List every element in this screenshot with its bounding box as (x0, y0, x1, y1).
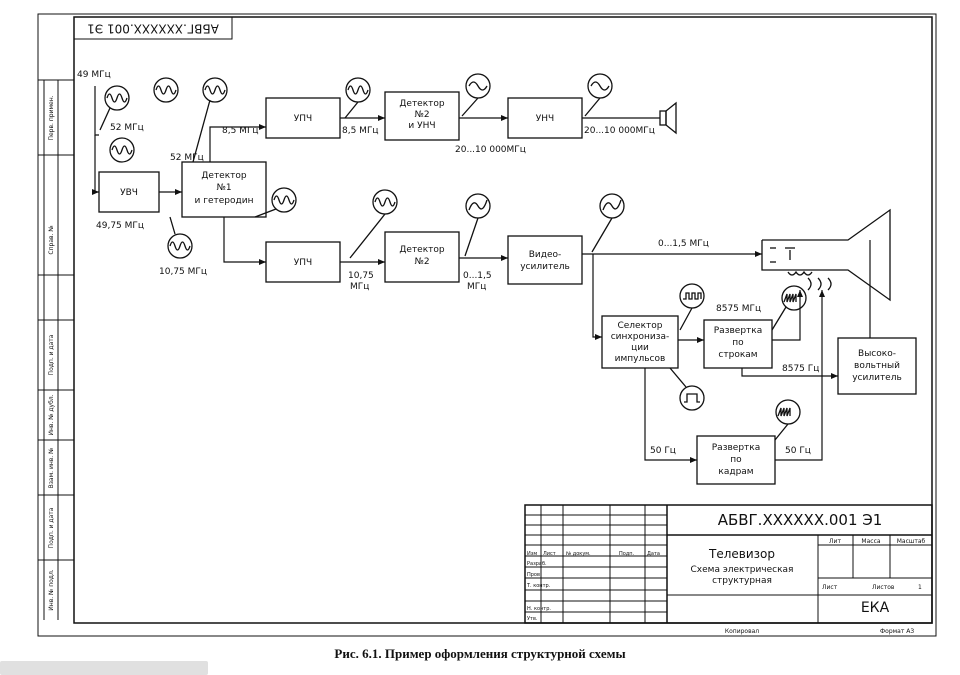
freq-50b: 50 Гц (785, 446, 811, 456)
block-line-scan (703, 319, 773, 369)
loudspeaker-icon (659, 101, 677, 135)
tb-title: Телевизор (708, 547, 775, 561)
label-hv-l1: Высоко- (858, 349, 896, 359)
label-line-l3: строкам (718, 350, 757, 360)
tb-hdr-list: Лист (543, 551, 556, 557)
freq-85b: 8,5 МГц (342, 126, 379, 136)
freq-8575hz: 8575 Гц (782, 364, 819, 374)
tb-role-1: Разраб. (527, 561, 547, 567)
signal-indicators (99, 73, 807, 441)
rotated-code-box (73, 16, 233, 40)
strip-label-2: Справ. № (48, 225, 55, 254)
label-sync-l2: синхронизa- (611, 332, 670, 342)
label-det1-l2: №1 (216, 183, 231, 193)
label-det2bot-l2: №2 (414, 257, 429, 267)
strip-label-4: Инв. № дубл. (48, 394, 55, 435)
freq-52b: 52 МГц (170, 153, 204, 163)
label-video-l2: усилитель (520, 262, 570, 272)
block-hv-amp (837, 337, 917, 395)
freq-8575mhz: 8575 МГц (716, 304, 761, 314)
freq-1075b-l1: 10,75 (348, 271, 374, 281)
tb-sheet: Лист (822, 584, 838, 591)
inner-frame (73, 16, 933, 624)
label-frame-l2: по (730, 455, 742, 465)
label-hv-l3: усилитель (852, 373, 902, 383)
tb-subtitle-2: структурная (712, 576, 772, 586)
freq-015: 0...1,5 МГц (658, 239, 709, 249)
label-line-l1: Развертка (714, 326, 762, 336)
connections (92, 86, 871, 463)
tb-copied: Копировал (725, 628, 759, 635)
label-det2top-l3: и УНЧ (408, 121, 435, 131)
tb-hdr-sign: Подп. (619, 551, 635, 557)
block-video-amp (507, 235, 583, 285)
title-block (524, 504, 933, 624)
freq-49: 49 МГц (77, 70, 111, 80)
strip-label-3: Подп. и дата (48, 334, 55, 375)
horizontal-scrollbar[interactable] (0, 661, 208, 675)
tb-hdr-izm: Изм (527, 551, 537, 557)
label-sync-l4: импульсов (615, 354, 666, 364)
tb-doc-code: АБВГ.XXXXXX.001 Э1 (718, 511, 883, 529)
label-line-l2: по (732, 338, 744, 348)
tb-org: ЕКА (861, 600, 890, 616)
tb-hdr-doc: № докум. (566, 551, 591, 557)
label-upch-bottom: УПЧ (294, 258, 312, 268)
freq-20-10000a: 20...10 000МГц (455, 145, 526, 155)
label-uvch: УВЧ (120, 188, 138, 198)
freq-85a: 8,5 МГц (222, 126, 259, 136)
figure-caption: Рис. 6.1. Пример оформления структурной … (334, 646, 626, 661)
block-detector-2-top (384, 91, 460, 141)
tb-lit: Лит (829, 538, 841, 545)
strip-label-5: Взам. инв. № (48, 448, 55, 489)
tb-mass: Масса (861, 538, 880, 545)
freq-4975: 49,75 МГц (96, 221, 144, 231)
freq-20-10000b: 20...10 000МГц (584, 126, 655, 136)
freq-52a: 52 МГц (110, 123, 144, 133)
freq-015b-l2: МГц (467, 282, 486, 292)
label-hv-l2: вольтный (854, 361, 900, 371)
label-frame-l3: кадрам (718, 467, 753, 477)
freq-1075a: 10,75 МГц (159, 267, 207, 277)
label-det1-l3: и гетеродин (195, 196, 254, 206)
tb-sheets: Листов (872, 584, 895, 591)
crt-tube-icon (761, 208, 891, 302)
block-detector-2-bottom (384, 231, 460, 283)
label-det1-l1: Детектор (201, 171, 247, 181)
freq-50a: 50 Гц (650, 446, 676, 456)
tb-scale: Масштаб (897, 538, 926, 545)
freq-1075b-l2: МГц (350, 282, 369, 292)
tb-role-2: Пров. (527, 572, 542, 578)
tb-role-4: Н. контр. (527, 606, 551, 612)
freq-015b-l1: 0...1,5 (463, 271, 492, 281)
label-unch: УНЧ (536, 114, 554, 124)
label-video-l1: Видео- (529, 250, 562, 260)
outer-frame (37, 13, 937, 637)
label-det2bot-l1: Детектор (399, 245, 445, 255)
strip-label-6: Подп. и дата (48, 507, 55, 548)
label-sync-l1: Селектор (617, 321, 662, 331)
label-det2top-l2: №2 (414, 110, 429, 120)
label-det2top-l1: Детектор (399, 99, 445, 109)
tb-hdr-date: Дата (647, 551, 660, 557)
left-strip (38, 79, 74, 620)
tb-format: Формат А3 (880, 628, 914, 635)
tb-role-5: Утв. (527, 616, 538, 622)
rotated-doc-code: АБВГ.XXXXXX.001 Э1 (87, 22, 219, 36)
tb-role-3: Т. контр. (526, 583, 551, 589)
label-frame-l1: Развертка (712, 443, 760, 453)
block-sync-selector (601, 315, 679, 369)
tb-subtitle-1: Схема электрическая (691, 565, 794, 575)
tb-sheets-count: 1 (918, 584, 922, 591)
label-upch-top: УПЧ (294, 114, 312, 124)
strip-label-1: Перв. примен. (48, 95, 55, 140)
label-sync-l3: ции (631, 343, 649, 353)
strip-label-7: Инв. № подл. (48, 569, 55, 610)
